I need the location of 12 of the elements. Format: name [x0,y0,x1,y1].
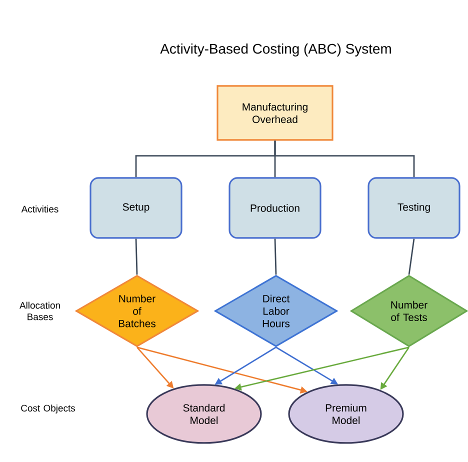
row-label: Allocation Bases [20,302,60,320]
row-label: Cost Objects [21,404,75,414]
row-label: Activities [21,206,58,212]
connector-line [135,238,138,275]
process-box: Manufacturing Overhead [216,85,334,141]
connector-line [274,238,277,275]
activity-box: Setup [90,177,182,239]
connector-line [408,238,415,275]
title: Activity-Based Costing (ABC) System [160,43,391,56]
activity-box: Production [228,177,322,239]
connector-line [274,140,415,178]
activity-box: Testing [368,177,460,239]
